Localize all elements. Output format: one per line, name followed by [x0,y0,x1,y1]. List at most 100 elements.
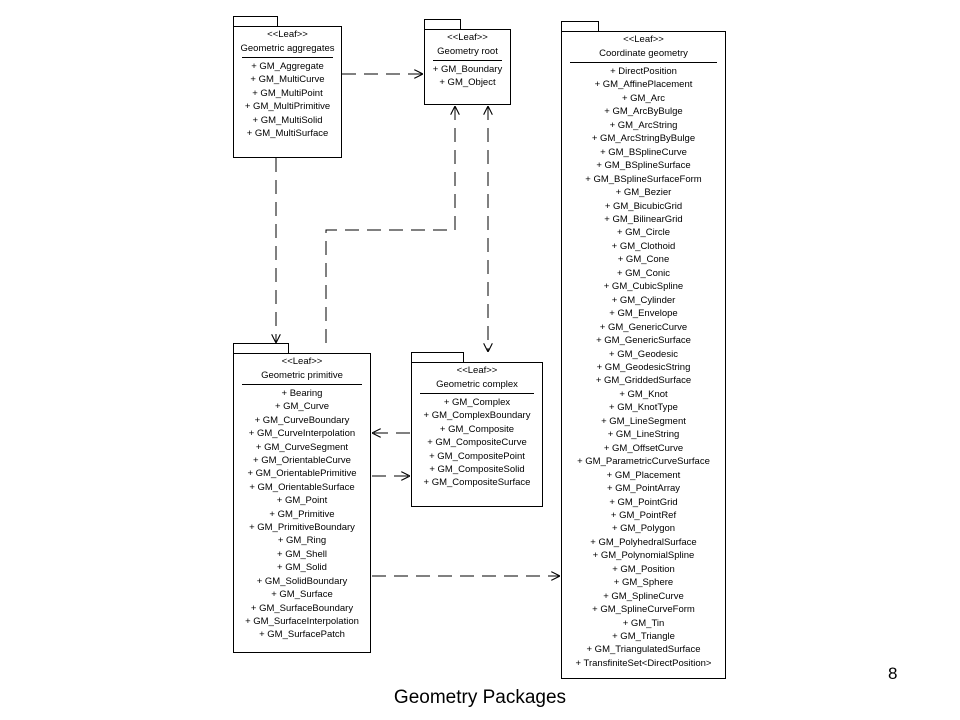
package-item: + GM_Position [612,563,675,575]
package-item: + GM_SplineCurve [603,590,684,602]
package-item: + GM_KnotType [609,402,678,414]
package-item: + GM_MultiSolid [252,114,323,126]
package-item: + GM_PointRef [610,509,677,521]
package-item: + GM_Curve [274,401,330,413]
package-name: Geometric complex [436,379,518,390]
package-stereotype: <<Leaf>> [281,356,323,367]
package-item: + GM_AffinePlacement [594,79,693,91]
package-item: + GM_BSplineSurfaceForm [585,173,702,185]
package-item: + GM_PolyhedralSurface [590,536,697,548]
package-coordinate-geometry[interactable]: <<Leaf>> Coordinate geometry + DirectPos… [561,31,726,679]
package-item: + GM_CompositeSolid [429,464,525,476]
package-item: + GM_OrientableCurve [253,455,351,467]
package-item: + GM_PrimitiveBoundary [249,522,355,534]
package-geometric-primitive[interactable]: <<Leaf>> Geometric primitive + Bearing+ … [233,353,371,653]
package-item: + GM_Envelope [609,308,678,320]
package-item: + GM_SurfaceBoundary [250,602,354,614]
package-item: + GM_MultiSurface [246,128,329,140]
package-item: + GM_Cone [617,254,670,266]
package-item: + GM_ArcByBulge [604,106,683,118]
package-item: + GM_PointArray [606,483,681,495]
package-item: + GM_OrientableSurface [249,481,355,493]
package-item: + GM_LineSegment [601,415,686,427]
package-item: + GM_SolidBoundary [256,575,348,587]
slide-number: 8 [888,664,898,683]
package-stereotype: <<Leaf>> [267,29,308,40]
package-geometric-complex[interactable]: <<Leaf>> Geometric complex + GM_Complex +… [411,362,543,507]
package-item: + GM_Geodesic [609,348,678,360]
package-divider [242,57,333,58]
package-item: + GM_CompositeCurve [427,437,527,449]
package-geometric-aggregates[interactable]: <<Leaf>> Geometric aggregates + GM_Aggre… [233,26,342,158]
package-item: + GM_ArcString [609,119,678,131]
package-item: + GM_Sphere [613,577,674,589]
package-item: + GM_Arc [621,92,666,104]
package-item: + GM_CompositeSurface [423,477,531,489]
package-item: + GM_CurveBoundary [254,414,350,426]
package-item: + GM_PointGrid [609,496,678,508]
package-item: + GM_Tin [622,617,665,629]
package-item: + GM_BilinearGrid [604,213,683,225]
package-divider [242,384,362,385]
package-item: + GM_Solid [277,562,327,574]
package-item: + GM_TriangulatedSurface [586,644,701,656]
package-item: + GM_MultiPoint [252,87,323,99]
package-item: + GM_CubicSpline [603,281,684,293]
package-item: + GM_Primitive [269,508,335,520]
package-item-list: + Bearing + GM_Curve+ GM_CurveBoundary + G… [234,387,370,642]
package-item: + GM_Boundary [432,64,503,75]
package-item: + DirectPosition [610,66,677,77]
package-item: + GM_BSplineSurface [596,160,691,172]
package-item: + GM_GenericCurve [599,321,688,333]
package-stereotype: <<Leaf>> [447,32,488,43]
package-item: + GM_SurfacePatch [259,629,345,641]
package-item: + GM_BSplineCurve [600,146,687,158]
package-item: + GM_Surface [271,589,333,601]
package-item: + GM_GeodesicString [596,361,691,373]
package-item: + GM_Shell [277,548,327,560]
package-item: + GM_LineString [607,429,680,441]
package-stereotype: <<Leaf>> [623,34,664,45]
package-item: + GM_Clothoid [611,240,676,252]
package-item: + GM_ComplexBoundary [423,410,531,422]
package-item: + GM_MultiCurve [250,74,325,86]
package-item: + GM_OffsetCurve [603,442,684,454]
package-item: + GM_BicubicGrid [604,200,683,212]
package-item: + GM_CurveInterpolation [248,428,356,440]
package-stereotype: <<Leaf>> [456,365,498,376]
package-name: Geometric aggregates [240,43,335,54]
package-item: + GM_ArcStringByBulge [591,133,696,145]
package-item: + GM_GriddedSurface [595,375,692,387]
package-item: + GM_Object [439,77,496,89]
package-item: + GM_Triangle [612,631,675,643]
package-item: + GM_MultiPrimitive [244,101,331,113]
package-geometry-root[interactable]: <<Leaf>> Geometry root + GM_Boundary+ GM… [424,29,511,105]
package-item: + GM_Cylinder [611,294,676,306]
package-item: + GM_OrientablePrimitive [247,468,357,480]
package-item: + GM_Placement [606,469,681,481]
package-divider [570,62,717,63]
package-item: + GM_Knot [619,388,668,400]
slide-title: Geometry Packages [393,687,567,708]
package-item: + GM_Ring [277,535,327,547]
package-item: + GM_Composite [439,423,515,435]
package-divider [420,393,534,394]
package-item-list: + GM_Boundary + GM_Object [425,63,510,90]
package-item: + GM_CompositePoint [429,450,525,462]
package-item: + GM_CurveSegment [255,441,349,453]
package-item-list: + DirectPosition+ GM_AffinePlacement+ GM… [562,65,725,670]
package-item: + GM_Point [276,495,328,507]
package-item: + GM_GenericSurface [596,335,691,347]
package-item: + GM_Circle [616,227,671,239]
package-item: + GM_SplineCurveForm [592,604,695,616]
package-item: + GM_Conic [616,267,671,279]
package-item: + GM_Aggregate [251,61,324,72]
package-name: Geometry root [437,46,498,57]
package-name: Coordinate geometry [599,48,688,59]
package-item: + TransfiniteSet<DirectPosition> [575,657,712,669]
package-item: + GM_Bezier [615,187,672,199]
package-item: + Bearing [281,388,323,399]
package-item: + GM_Complex [443,397,511,408]
arrow-primitive-to-root [325,106,455,343]
